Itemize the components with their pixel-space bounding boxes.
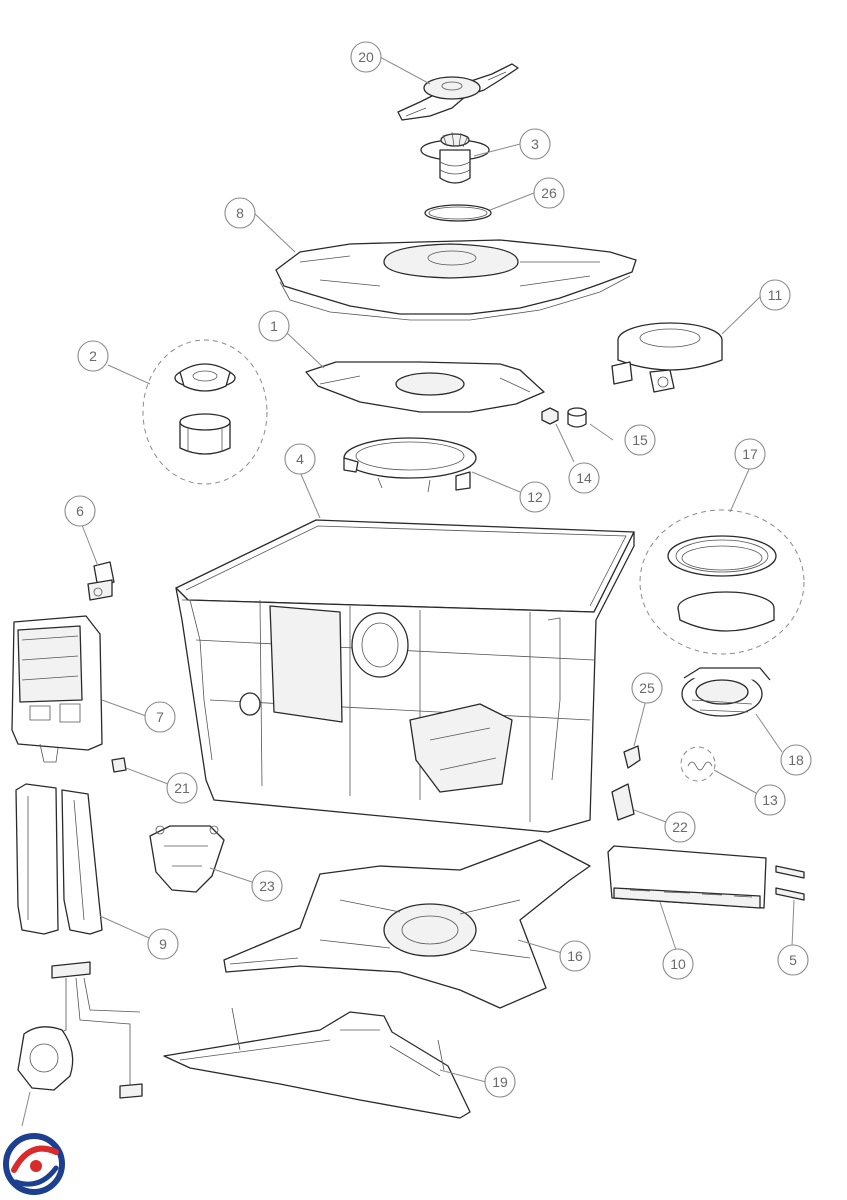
svg-text:18: 18 bbox=[788, 752, 804, 768]
callout-12: 12 bbox=[519, 481, 551, 513]
part-4-tub bbox=[175, 519, 635, 833]
part-11-pump-housing bbox=[611, 322, 723, 393]
callout-1: 1 bbox=[258, 310, 290, 342]
part-18-float-assembly bbox=[681, 667, 771, 717]
svg-text:21: 21 bbox=[174, 780, 190, 796]
svg-text:23: 23 bbox=[259, 878, 275, 894]
callout-21: 21 bbox=[166, 772, 198, 804]
part-12-mounting-ring bbox=[343, 437, 477, 493]
callout-6: 6 bbox=[64, 495, 96, 527]
part-1-filter-plate bbox=[305, 361, 545, 413]
callout-17: 17 bbox=[734, 438, 766, 470]
svg-text:3: 3 bbox=[531, 136, 539, 152]
part-2-filter-assembly bbox=[142, 339, 268, 485]
callout-25: 25 bbox=[631, 672, 663, 704]
svg-text:1: 1 bbox=[270, 318, 278, 334]
callout-13: 13 bbox=[754, 784, 786, 816]
callout-2: 2 bbox=[77, 340, 109, 372]
callout-23: 23 bbox=[251, 870, 283, 902]
part-9-bracket bbox=[15, 783, 103, 935]
callout-10: 10 bbox=[662, 948, 694, 980]
part-16-base bbox=[223, 839, 591, 1009]
svg-text:6: 6 bbox=[76, 503, 84, 519]
part-15-bushing bbox=[567, 407, 587, 428]
part-6-valve bbox=[87, 561, 115, 601]
callout-16: 16 bbox=[559, 940, 591, 972]
svg-text:22: 22 bbox=[672, 819, 688, 835]
part-wiring-harness bbox=[17, 961, 143, 1099]
callout-22: 22 bbox=[664, 811, 696, 843]
svg-text:11: 11 bbox=[768, 287, 783, 303]
svg-text:7: 7 bbox=[156, 709, 164, 725]
svg-text:13: 13 bbox=[762, 792, 778, 808]
svg-text:17: 17 bbox=[742, 446, 758, 462]
callout-26: 26 bbox=[533, 177, 565, 209]
callout-19: 19 bbox=[484, 1066, 516, 1098]
svg-text:15: 15 bbox=[632, 432, 648, 448]
svg-text:26: 26 bbox=[541, 185, 557, 201]
part-21-connector bbox=[111, 757, 127, 773]
svg-text:12: 12 bbox=[527, 489, 543, 505]
svg-text:14: 14 bbox=[576, 470, 592, 486]
callout-8: 8 bbox=[224, 197, 256, 229]
callout-11: 11 bbox=[759, 279, 791, 311]
part-25-clip bbox=[623, 745, 641, 769]
part-17-seal-group bbox=[639, 509, 805, 655]
svg-text:8: 8 bbox=[236, 205, 244, 221]
callout-5: 5 bbox=[777, 944, 809, 976]
svg-text:19: 19 bbox=[492, 1074, 508, 1090]
svg-text:25: 25 bbox=[639, 680, 655, 696]
part-5-buttons bbox=[775, 865, 805, 901]
callout-15: 15 bbox=[624, 424, 656, 456]
part-20-spray-arm bbox=[397, 63, 519, 121]
brand-logo bbox=[3, 1133, 65, 1195]
svg-text:5: 5 bbox=[789, 952, 797, 968]
svg-text:10: 10 bbox=[670, 956, 686, 972]
part-19-rail bbox=[163, 1007, 471, 1119]
svg-text:4: 4 bbox=[296, 451, 304, 467]
callout-9: 9 bbox=[147, 928, 179, 960]
leader-lines bbox=[21, 56, 795, 1127]
part-13-spring bbox=[680, 746, 716, 782]
svg-text:20: 20 bbox=[358, 49, 374, 65]
part-3-impeller-hub bbox=[420, 131, 490, 184]
callout-7: 7 bbox=[144, 701, 176, 733]
part-8-cover-plate bbox=[275, 239, 637, 321]
part-14-nut bbox=[541, 407, 559, 425]
part-10-control-panel bbox=[607, 845, 767, 909]
callout-14: 14 bbox=[568, 462, 600, 494]
callout-4: 4 bbox=[284, 443, 316, 475]
svg-text:16: 16 bbox=[567, 948, 583, 964]
callout-18: 18 bbox=[780, 744, 812, 776]
callout-3: 3 bbox=[519, 128, 551, 160]
callout-20: 20 bbox=[350, 41, 382, 73]
part-22-strip bbox=[611, 783, 635, 821]
svg-text:2: 2 bbox=[89, 348, 97, 364]
part-23-cradle bbox=[149, 825, 225, 893]
svg-text:9: 9 bbox=[159, 936, 167, 952]
part-26-o-ring bbox=[424, 204, 492, 222]
part-7-control-board bbox=[11, 615, 103, 763]
